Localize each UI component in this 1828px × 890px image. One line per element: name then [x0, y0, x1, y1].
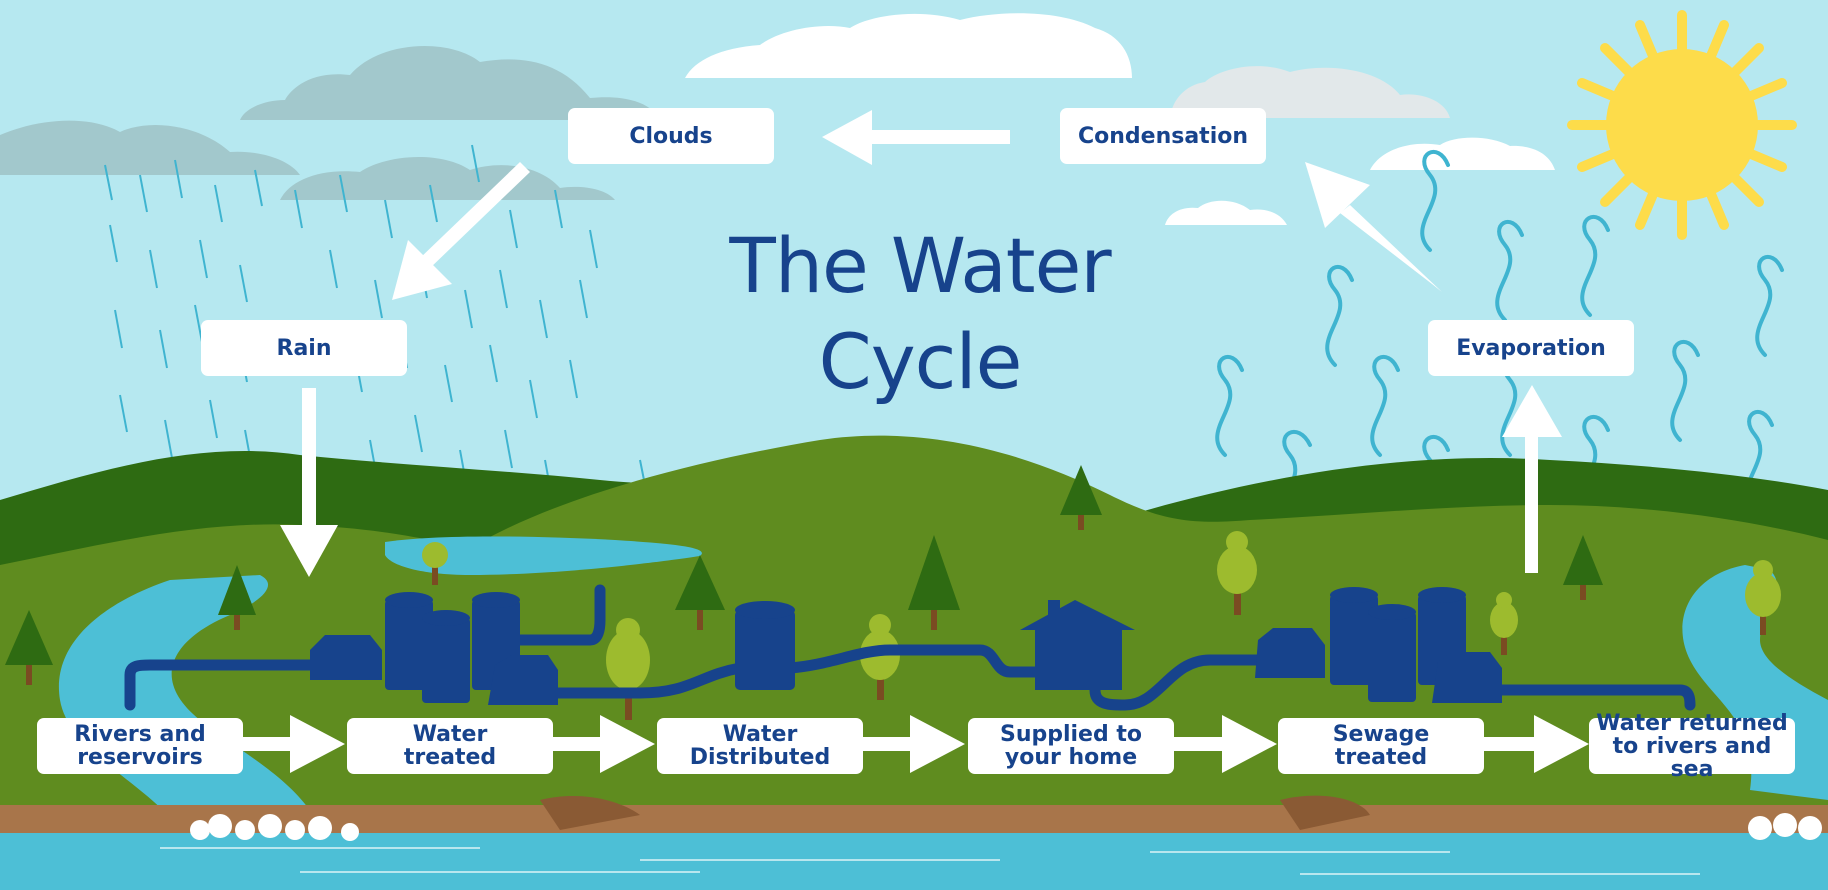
- step-sewage-treated: Sewage treated: [1278, 718, 1484, 774]
- arrow-down-icon: [280, 388, 338, 577]
- step-line-2: Distributed: [689, 745, 831, 770]
- foam: [190, 813, 1822, 841]
- step-line-1: Water: [722, 722, 798, 747]
- distribution-tank: [735, 601, 795, 690]
- process-arrow-2: [550, 715, 655, 773]
- lake: [385, 536, 702, 575]
- arrow-diagonal-icon: [392, 162, 530, 300]
- process-arrow-5: [1484, 715, 1589, 773]
- trees: [5, 465, 1781, 720]
- step-line-1: Water: [412, 722, 488, 747]
- step-water-treated: Water treated: [347, 718, 553, 774]
- label-rain: Rain: [201, 320, 407, 376]
- home-icon: [1020, 600, 1135, 690]
- pipes: [124, 584, 1696, 711]
- label-condensation: Condensation: [1060, 108, 1266, 164]
- step-water-returned: Water returned to rivers and sea: [1589, 712, 1795, 781]
- sea: [0, 833, 1828, 890]
- step-line-1: Rivers and: [74, 722, 206, 747]
- step-water-distributed: Water Distributed: [657, 718, 863, 774]
- soil-strip: [0, 805, 1828, 840]
- step-line-2: treated: [1334, 745, 1428, 770]
- step-line-2: reservoirs: [77, 745, 203, 770]
- step-line-2: treated: [403, 745, 497, 770]
- title-line-1: The Water: [729, 221, 1111, 310]
- arrow-left-icon: [822, 110, 1010, 165]
- title-line-2: Cycle: [818, 317, 1023, 406]
- treatment-plant: [310, 592, 558, 705]
- arrow-up-icon: [1502, 385, 1562, 573]
- step-line-2: to rivers and sea: [1612, 733, 1772, 782]
- step-line-1: Water returned: [1596, 710, 1788, 736]
- step-line-1: Supplied to: [999, 722, 1143, 747]
- river-left: [58, 575, 331, 860]
- step-rivers-reservoirs: Rivers and reservoirs: [37, 718, 243, 774]
- process-arrow-1: [240, 715, 345, 773]
- process-arrow-3: [860, 715, 965, 773]
- step-line-2: your home: [1004, 745, 1138, 770]
- arrow-diagonal-up-icon: [1305, 162, 1442, 292]
- label-clouds: Clouds: [568, 108, 774, 164]
- white-clouds: [685, 13, 1555, 225]
- diagram-title: The Water Cycle: [650, 218, 1190, 410]
- process-arrow-4: [1172, 715, 1277, 773]
- label-evaporation: Evaporation: [1428, 320, 1634, 376]
- light-grey-cloud: [1170, 66, 1450, 118]
- grey-clouds: [0, 46, 660, 200]
- sun-icon: [1567, 10, 1797, 240]
- step-line-1: Sewage: [1332, 722, 1430, 747]
- sewage-plant: [1255, 587, 1502, 703]
- step-supplied-home: Supplied to your home: [968, 718, 1174, 774]
- cycle-arrows: [240, 110, 1589, 773]
